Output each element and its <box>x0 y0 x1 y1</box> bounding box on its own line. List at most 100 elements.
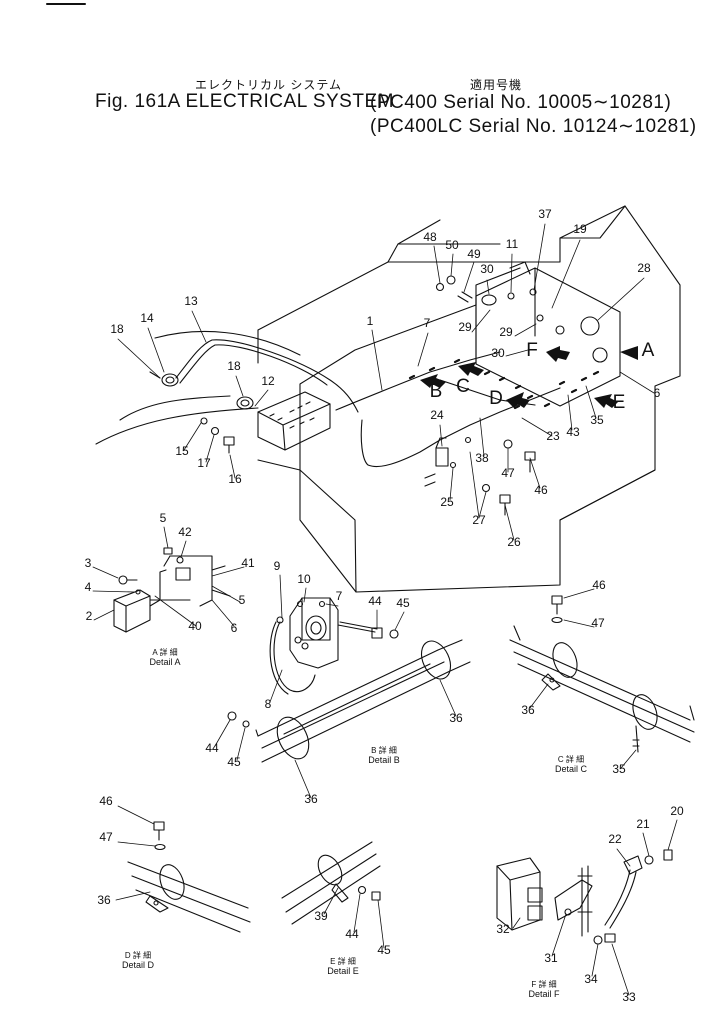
part-callout-c7b: 7 <box>336 589 343 603</box>
part-callout-c14: 14 <box>140 311 154 325</box>
detail-b-pipe <box>227 639 471 763</box>
detail-caption-jp-dD: D 詳 細 <box>125 950 151 960</box>
serial-line-pc400lc: (PC400LC Serial No. 10124∼10281) <box>370 116 697 137</box>
part-callout-c45a: 45 <box>396 596 410 610</box>
view-arrow-c <box>458 362 484 376</box>
part-callout-c15: 15 <box>175 444 189 458</box>
part-callout-c24: 24 <box>430 408 444 422</box>
detail-c-clamp <box>509 595 695 753</box>
part-callout-c30b: 30 <box>491 346 505 360</box>
relay-assembly-detail <box>269 597 399 695</box>
part-callout-c6a: 6 <box>654 386 661 400</box>
part-callout-c44b: 44 <box>205 741 219 755</box>
part-callout-c29a: 29 <box>458 320 472 334</box>
part-callout-c47c: 47 <box>99 830 113 844</box>
detail-e-clamp <box>281 841 381 925</box>
serial-line-pc400: (PC400 Serial No. 10005∼10281) <box>370 92 672 113</box>
harness-13 <box>175 339 359 413</box>
leader-lines <box>92 223 678 996</box>
view-arrows <box>420 346 638 408</box>
part-callout-c9: 9 <box>274 559 281 573</box>
part-callout-c5b: 5 <box>239 593 246 607</box>
part-callout-c19a: 19 <box>573 222 587 236</box>
detail-d-clamp <box>127 821 251 933</box>
view-letter-lB: B <box>430 381 443 402</box>
part-callout-c50a: 50 <box>445 238 459 252</box>
part-callout-c47a: 47 <box>501 466 515 480</box>
part-callout-c21: 21 <box>636 817 650 831</box>
detail-caption-jp-dF: F 詳 細 <box>531 979 556 989</box>
view-letter-lE: E <box>613 392 626 413</box>
part-callout-c46b: 46 <box>592 578 606 592</box>
clamp-24 <box>424 437 449 487</box>
part-callout-c46a: 46 <box>534 483 548 497</box>
part-callout-c11a: 11 <box>506 237 519 251</box>
part-callout-c36c: 36 <box>521 703 535 717</box>
part-callout-c46c: 46 <box>99 794 113 808</box>
part-callout-c22: 22 <box>608 832 622 846</box>
view-letter-lF: F <box>526 340 538 361</box>
left-frame-curve <box>95 330 301 445</box>
part-callout-c25: 25 <box>440 495 454 509</box>
view-arrow-f <box>546 346 570 362</box>
part-callout-c48a: 48 <box>423 230 437 244</box>
view-arrow-e <box>594 394 618 408</box>
relay-18 <box>236 396 254 410</box>
part-callout-c35a: 35 <box>590 413 604 427</box>
detail-caption-en-dA: Detail A <box>149 657 180 667</box>
part-callout-c7a: 7 <box>424 316 431 330</box>
part-callout-c13: 13 <box>184 294 198 308</box>
part-callout-c36d: 36 <box>97 893 111 907</box>
japanese-serial-label: 適用号機 <box>470 78 523 92</box>
detail-a-drawing <box>113 547 231 633</box>
view-arrow-a <box>620 346 638 360</box>
fuse-box-12 <box>257 391 331 451</box>
part-callout-c49a: 49 <box>467 247 481 261</box>
part-callout-c38: 38 <box>475 451 489 465</box>
part-callout-c26: 26 <box>507 535 521 549</box>
part-callout-c1: 1 <box>367 314 374 328</box>
view-letter-lC: C <box>456 376 470 397</box>
part-callout-c43: 43 <box>566 425 580 439</box>
detail-caption-en-dD: Detail D <box>122 960 155 970</box>
part-callout-c23: 23 <box>546 429 560 443</box>
part-callout-c29b: 29 <box>499 325 513 339</box>
part-callout-c39: 39 <box>314 909 328 923</box>
part-callout-c33: 33 <box>622 990 636 1004</box>
control-box <box>475 261 621 407</box>
view-arrow-d <box>506 392 530 408</box>
part-callout-c4: 4 <box>85 580 92 594</box>
part-callout-c35b: 35 <box>612 762 626 776</box>
main-harness-1 <box>335 351 561 468</box>
part-callout-c41: 41 <box>241 556 255 570</box>
part-callout-c45c: 45 <box>377 943 391 957</box>
part-callout-c34: 34 <box>584 972 598 986</box>
part-callout-c27: 27 <box>472 513 486 527</box>
part-callout-c5a: 5 <box>160 511 167 525</box>
part-callout-c47b: 47 <box>591 616 605 630</box>
part-callout-c20: 20 <box>670 804 684 818</box>
detail-caption-en-dC: Detail C <box>555 764 588 774</box>
part-callout-c18a: 18 <box>110 322 124 336</box>
part-callout-c8: 8 <box>265 697 272 711</box>
view-arrow-b <box>420 374 446 388</box>
part-callout-c44a: 44 <box>368 594 382 608</box>
view-letter-lA: A <box>642 340 655 361</box>
part-callout-c40: 40 <box>188 619 202 633</box>
view-letter-lD: D <box>489 388 503 409</box>
part-callout-c3: 3 <box>85 556 92 570</box>
detail-f-bracket <box>496 849 673 945</box>
part-callout-c17: 17 <box>197 456 211 470</box>
part-callout-c44c: 44 <box>345 927 359 941</box>
part-callout-c31: 31 <box>544 951 558 965</box>
connector-14 <box>149 371 179 387</box>
detail-caption-jp-dA: A 詳 細 <box>152 647 177 657</box>
detail-caption-jp-dB: B 詳 細 <box>371 745 397 755</box>
detail-caption-jp-dE: E 詳 細 <box>330 956 356 966</box>
part-callout-c32: 32 <box>496 922 510 936</box>
